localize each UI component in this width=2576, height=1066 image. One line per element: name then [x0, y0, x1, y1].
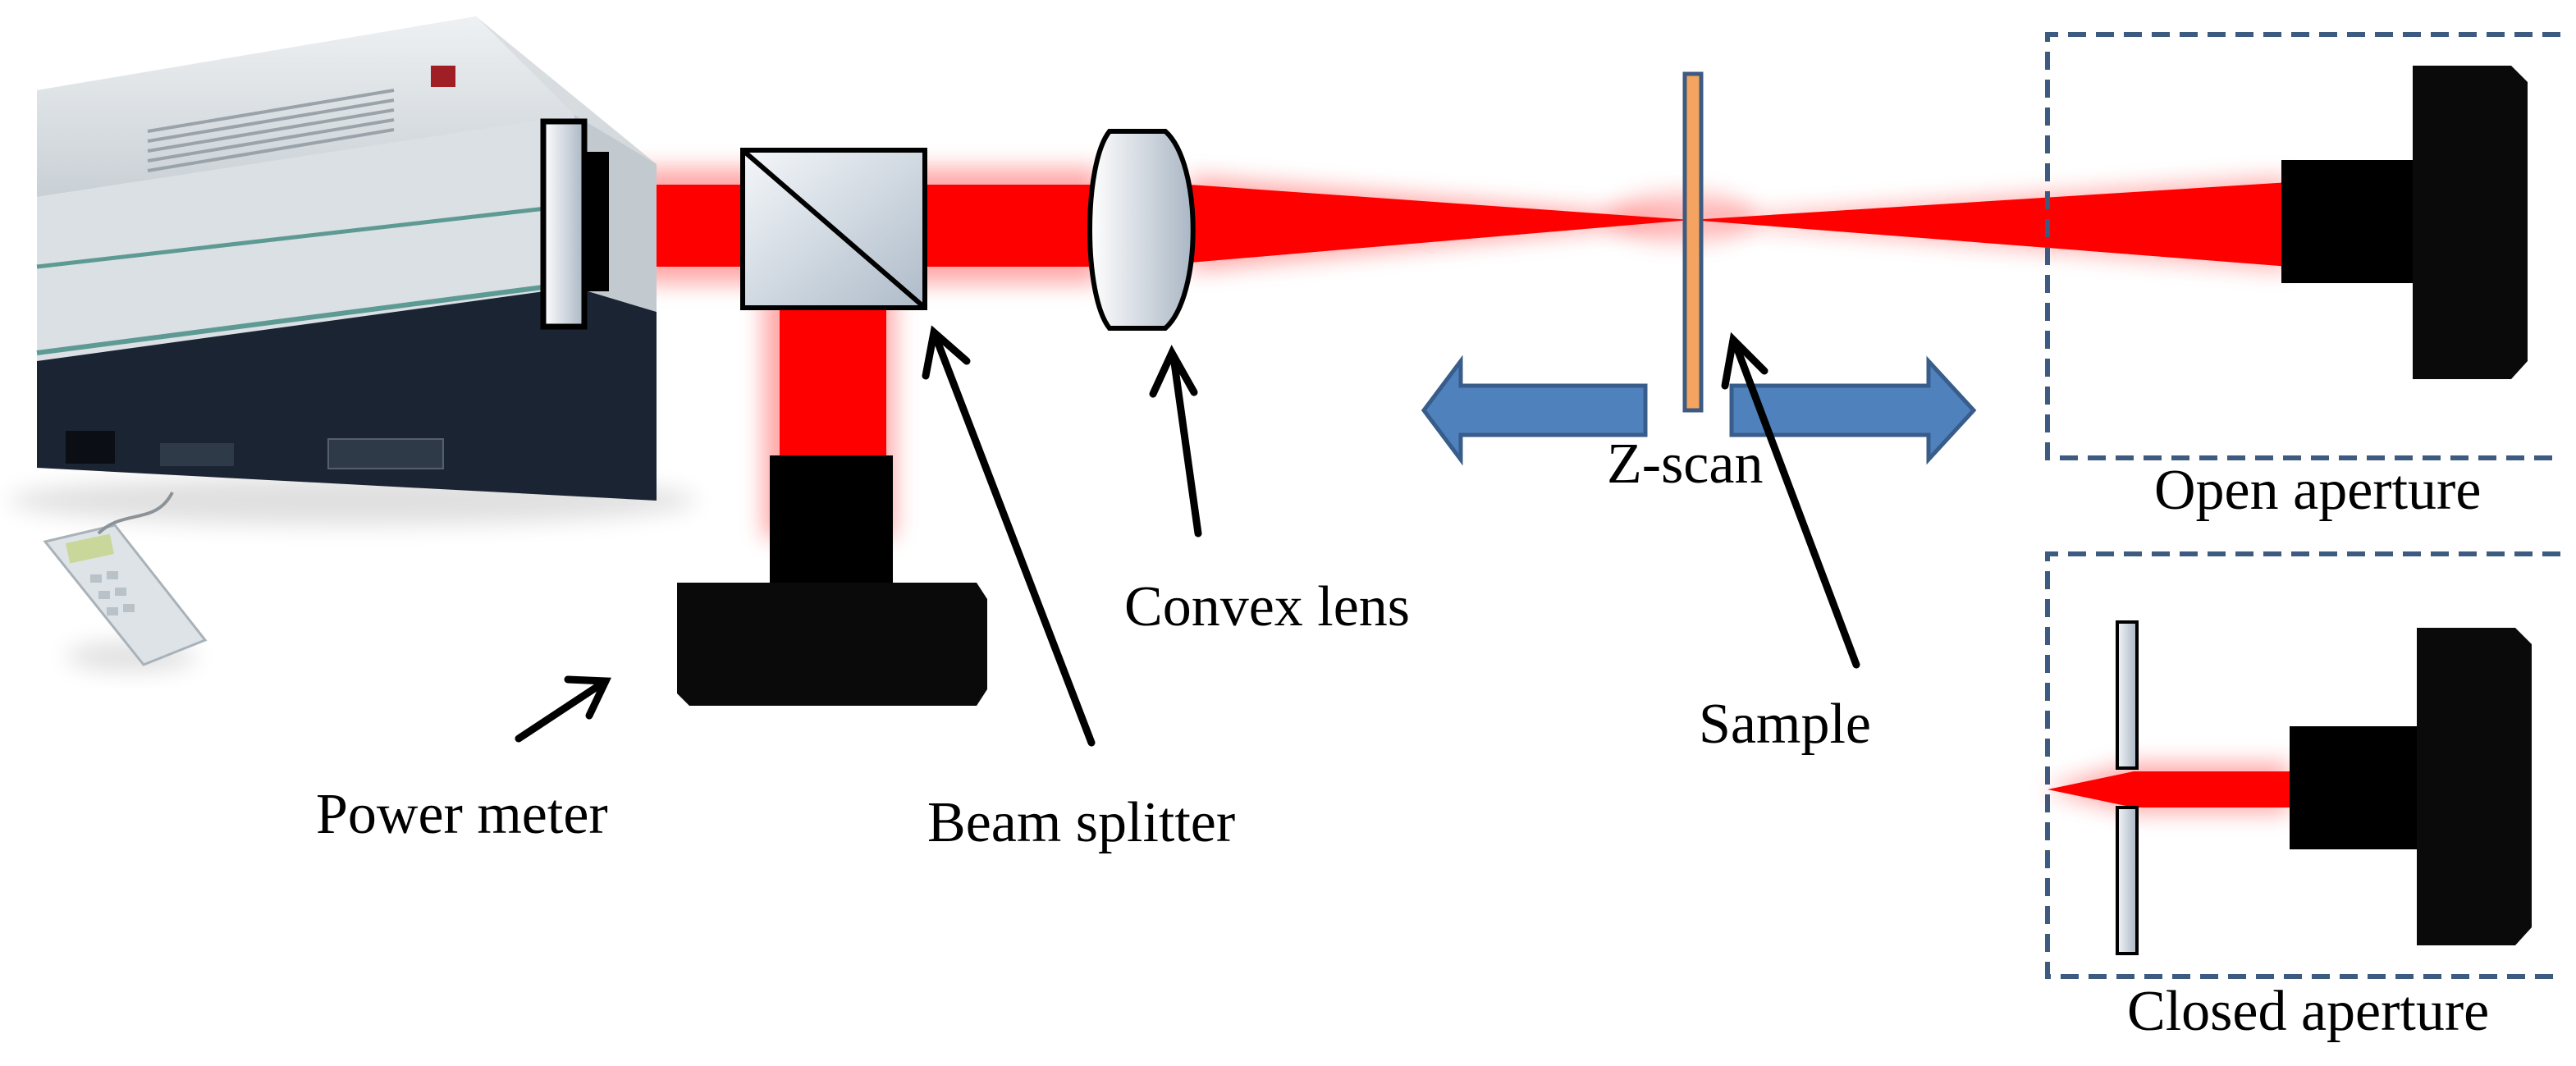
sample-pointer-arrow	[1721, 332, 1860, 669]
power-meter-detector-icon	[677, 455, 987, 706]
scan-arrow-right	[1729, 355, 1977, 465]
z-scan-label: Z-scan	[1607, 432, 1763, 496]
scan-arrow-left	[1421, 355, 1648, 466]
closed-aperture-beam	[2043, 763, 2290, 812]
beam-splitter-cube-icon	[740, 148, 927, 310]
beam-splitter-to-lens	[919, 185, 1100, 267]
z-scan-translation-arrows	[1421, 355, 1977, 466]
convex-lens-icon	[1087, 129, 1196, 331]
closed-aperture-box	[2045, 551, 2560, 979]
power-meter-pointer-arrow	[515, 675, 611, 743]
beam-diverging	[1691, 182, 2290, 267]
open-aperture-detector-icon	[2281, 66, 2528, 379]
power-meter-label: Power meter	[316, 783, 608, 846]
convex-lens-label: Convex lens	[1124, 575, 1410, 638]
open-aperture-label: Open aperture	[2154, 459, 2481, 522]
controller-keypad-icon	[43, 492, 208, 671]
convex-lens-pointer-arrow	[1149, 345, 1202, 538]
closed-aperture-label: Closed aperture	[2127, 980, 2489, 1043]
laser-beam	[574, 168, 2290, 538]
beam-splitter-label: Beam splitter	[927, 791, 1235, 854]
sample-label: Sample	[1699, 693, 1871, 756]
laser-output-window	[540, 118, 588, 330]
pointer-arrows	[515, 325, 1860, 747]
sample-slide-icon	[1682, 71, 1704, 413]
beam-converging	[1190, 185, 1691, 263]
beam-splitter-to-power-meter	[780, 305, 886, 457]
beam-splitter-pointer-arrow	[922, 325, 1096, 747]
open-aperture-box	[2045, 32, 2560, 460]
aperture-plate-icon	[2116, 620, 2139, 955]
laser-unit-icon	[8, 16, 698, 525]
closed-aperture-detector-icon	[2290, 628, 2532, 945]
